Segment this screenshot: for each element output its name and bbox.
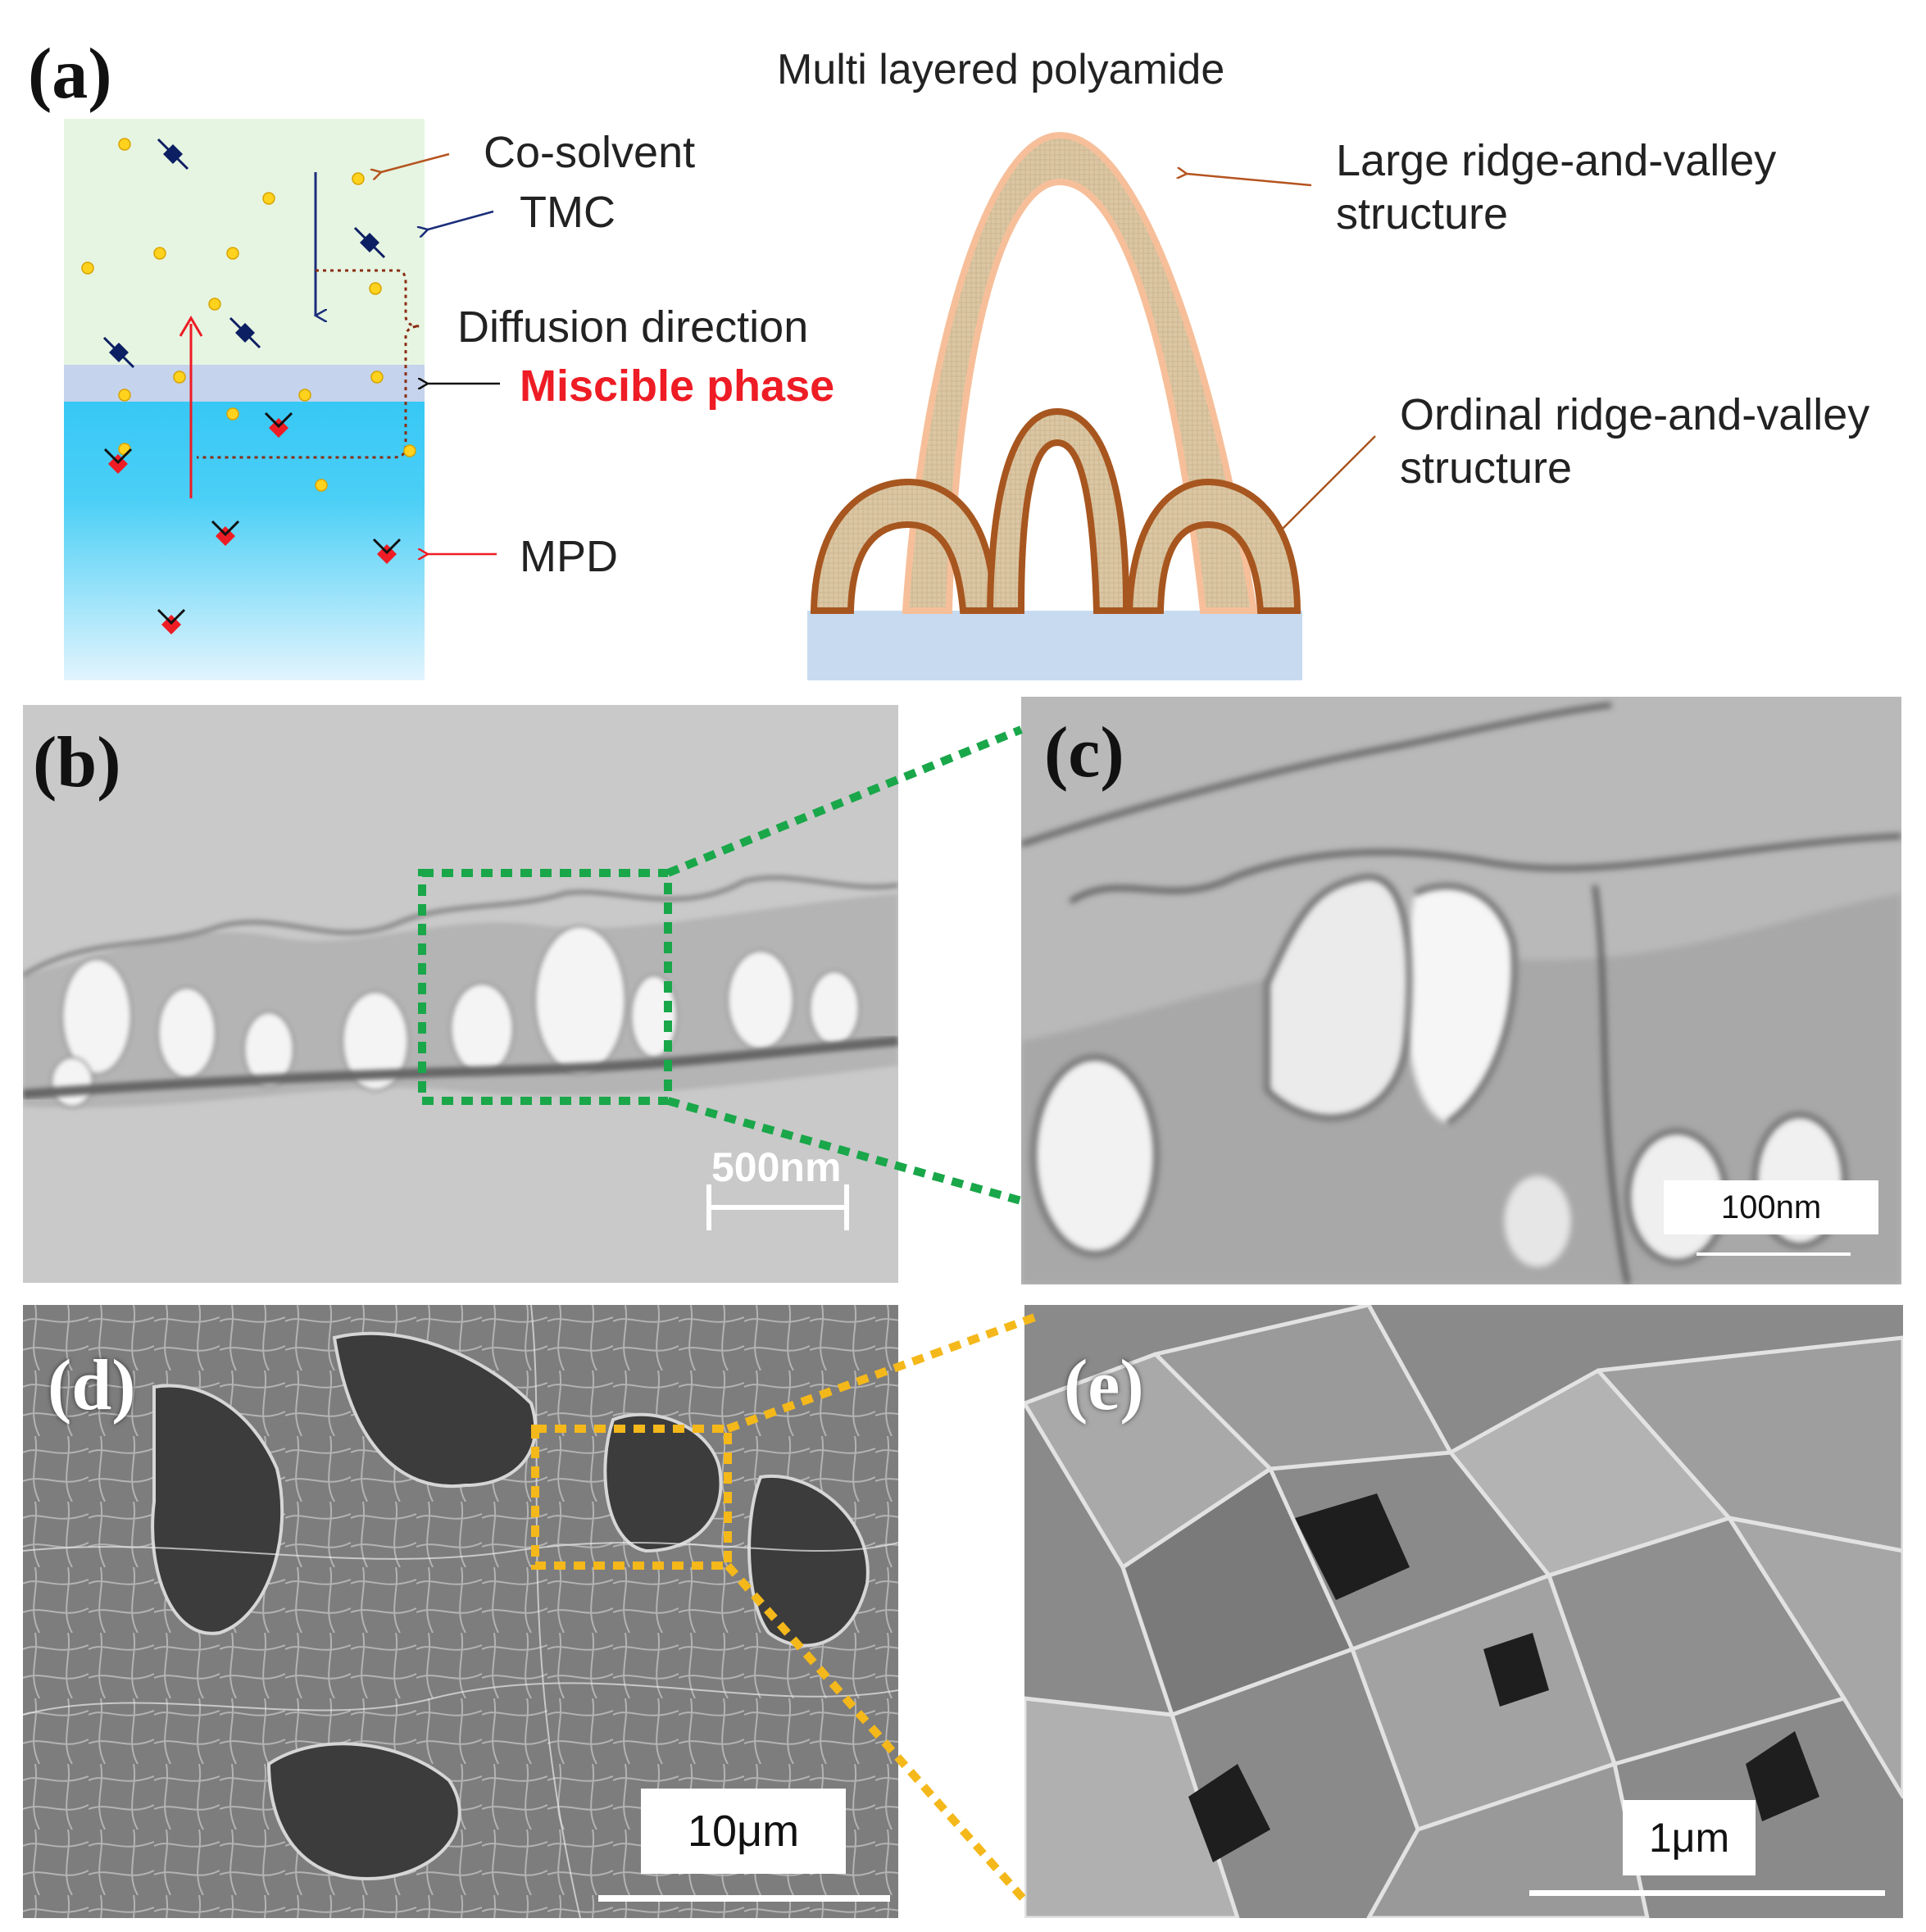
diffusion-label: Diffusion direction xyxy=(457,302,809,352)
sem-link-top xyxy=(726,1311,1041,1433)
sem-link-bottom xyxy=(725,1562,1028,1903)
substrate xyxy=(807,611,1302,680)
tmc-markers xyxy=(102,138,386,369)
panel-a-letter: (a) xyxy=(28,34,112,114)
panel-d-scale-bar xyxy=(598,1895,890,1902)
large-ridge-label-1: Large ridge-and-valley xyxy=(1336,136,1777,185)
ordinal-ridge-right xyxy=(1125,478,1301,614)
panel-b-scale-label: 500nm xyxy=(711,1144,842,1190)
panel-e-scale-bar xyxy=(1529,1890,1885,1896)
panel-e-letter: (e) xyxy=(1064,1346,1144,1425)
panel-d-sem-image xyxy=(23,1305,898,1918)
panel-e-scale-label: 1μm xyxy=(1623,1800,1756,1875)
tmc-leader xyxy=(428,210,494,230)
mpd-markers xyxy=(103,411,402,634)
tem-link-bottom xyxy=(666,1097,1023,1205)
panel-b-letter: (b) xyxy=(33,723,121,802)
polyamide-structure xyxy=(807,131,1302,680)
large-ridge-leader xyxy=(1187,174,1312,187)
panel-c-scale-bar xyxy=(1697,1252,1851,1256)
panel-d-letter: (d) xyxy=(48,1346,136,1425)
panel-b-scale-cap-right xyxy=(844,1184,849,1230)
ordinal-ridge-middle xyxy=(986,407,1130,614)
ordinal-ridge-label-2: structure xyxy=(1400,443,1573,493)
ordinal-ridge-label-1: Ordinal ridge-and-valley xyxy=(1400,390,1870,439)
cosolvent-dots xyxy=(81,138,416,492)
panel-b-tem-image xyxy=(23,705,898,1283)
large-ridge-label-2: structure xyxy=(1336,189,1509,239)
panel-c-letter: (c) xyxy=(1044,713,1124,793)
panel-a-title: Multi layered polyamide xyxy=(777,46,1225,93)
tem-link-top xyxy=(666,725,1023,877)
panel-b-scale-bar xyxy=(706,1205,849,1210)
panel-a-schematic xyxy=(64,119,1376,680)
cosolvent-label: Co-solvent xyxy=(484,128,696,177)
panel-b-scale-cap-left xyxy=(706,1184,711,1230)
ordinal-ridge-leader xyxy=(1278,435,1376,534)
tmc-label: TMC xyxy=(520,188,616,237)
mpd-label: MPD xyxy=(520,532,618,581)
panel-c-scale-label: 100nm xyxy=(1664,1180,1878,1234)
panel-e-sem-image xyxy=(1024,1305,1903,1918)
large-ridge xyxy=(902,131,1258,614)
panel-d-zoom-box xyxy=(531,1425,732,1570)
panel-d-scale-label: 10μm xyxy=(641,1789,846,1874)
miscible-label: Miscible phase xyxy=(520,361,835,411)
cosolvent-leader xyxy=(381,152,450,172)
panel-b-zoom-box xyxy=(418,869,672,1105)
